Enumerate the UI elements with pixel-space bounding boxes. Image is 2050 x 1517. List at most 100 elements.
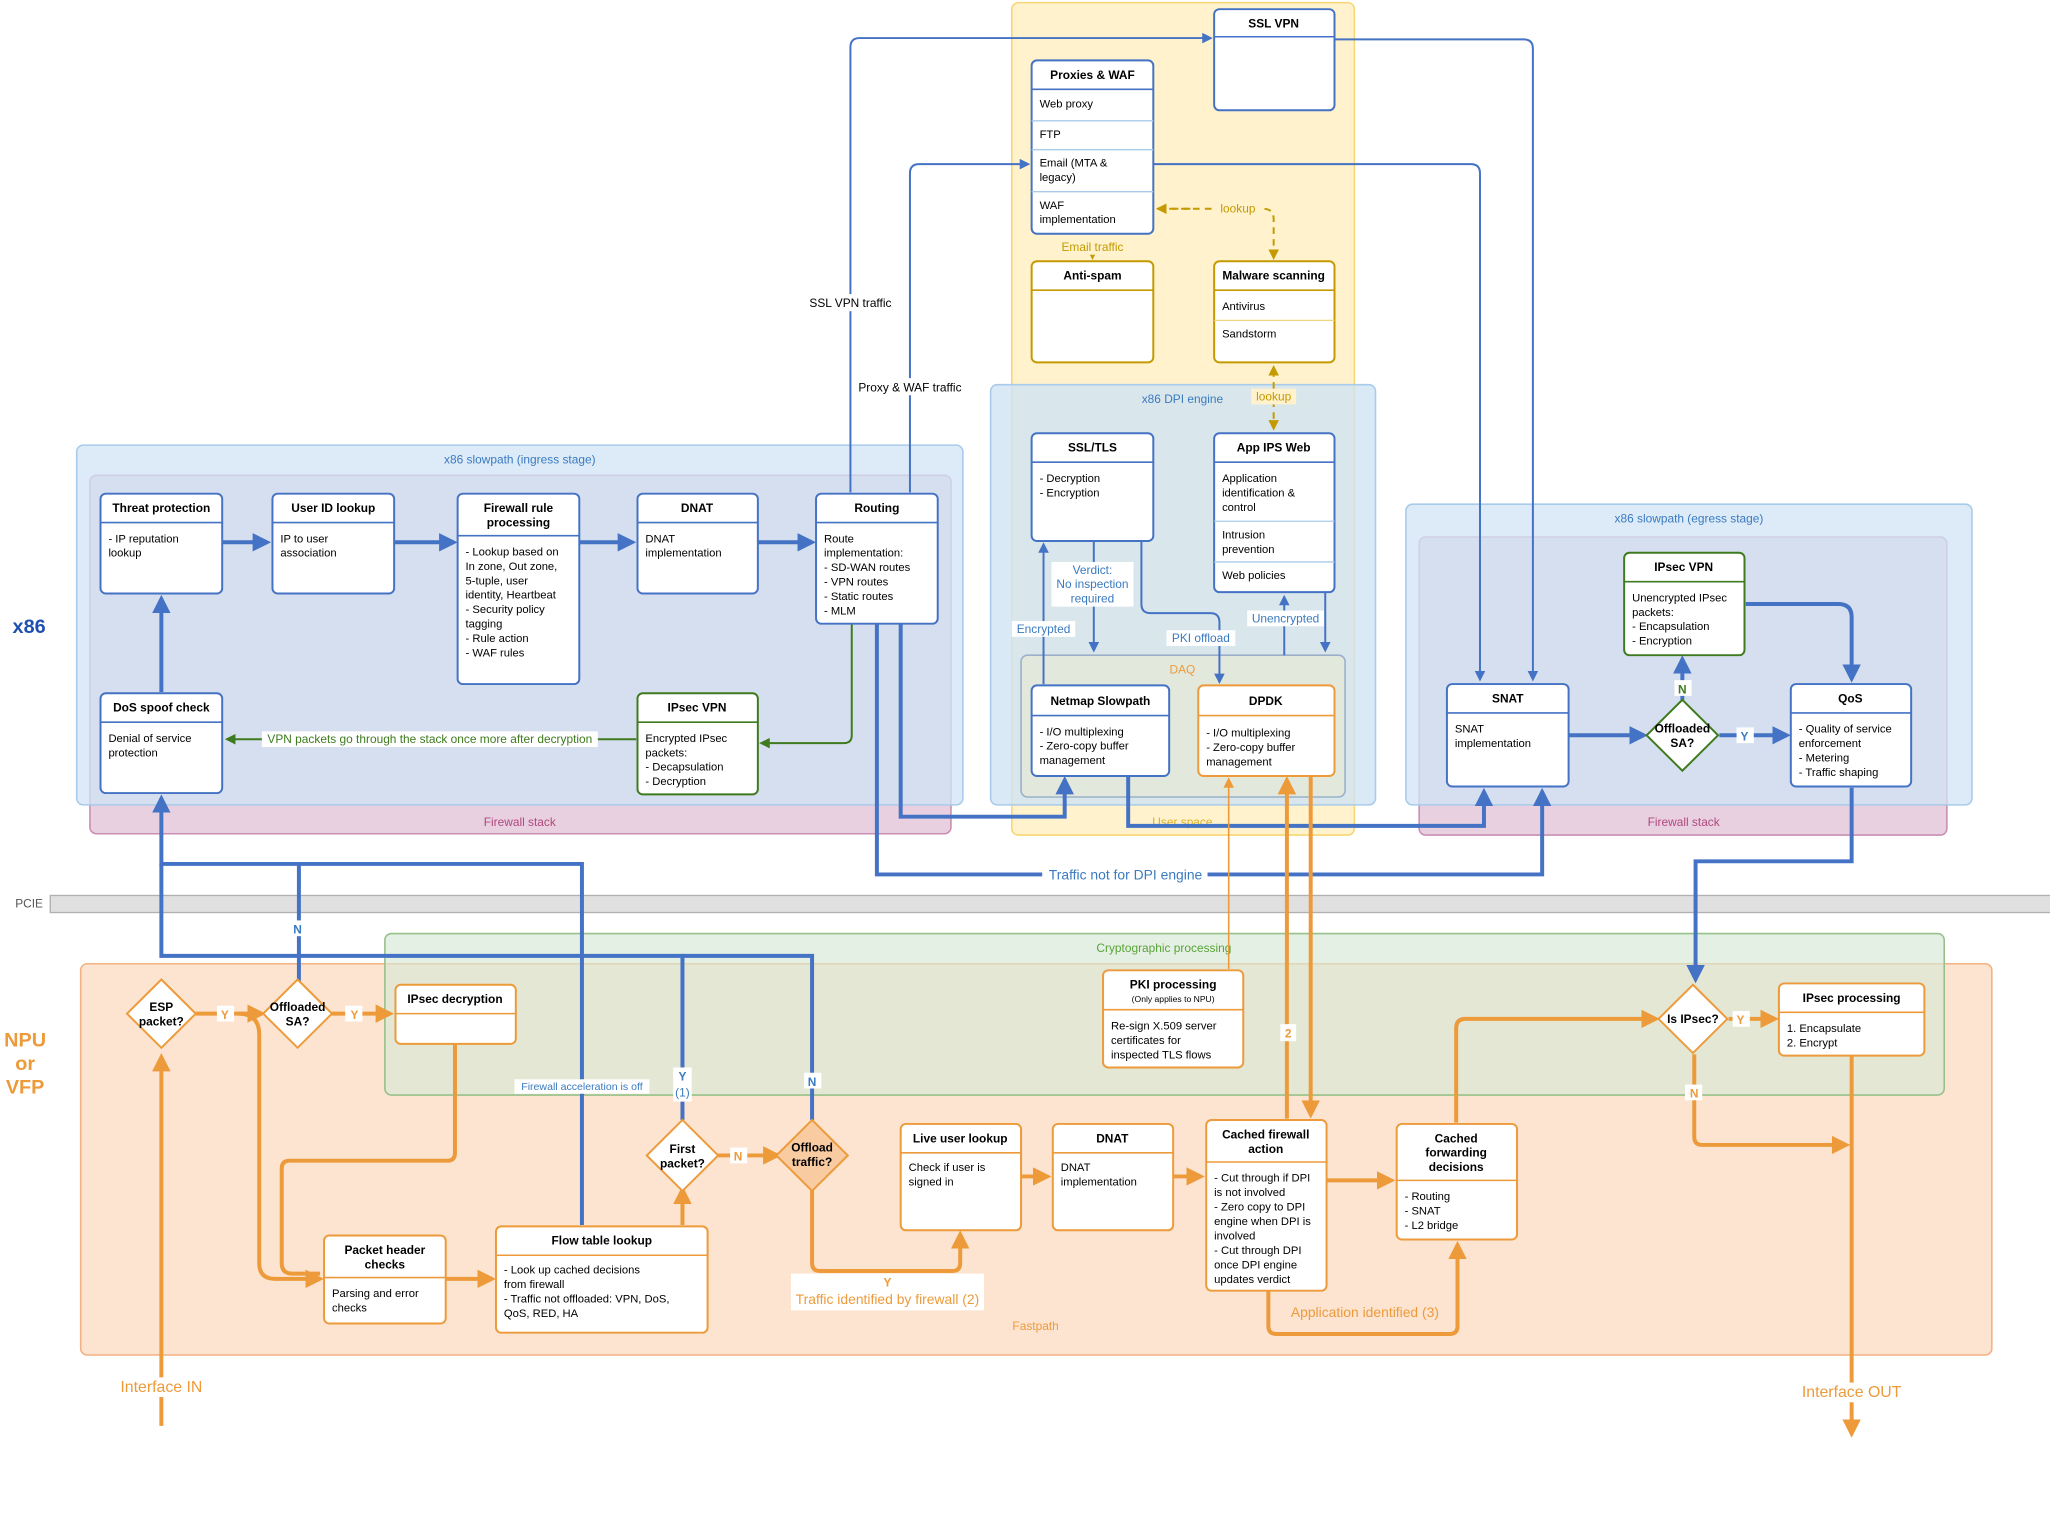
label-one: (1) bbox=[675, 1085, 690, 1099]
line: implementation bbox=[1061, 1177, 1137, 1189]
line: - I/O multiplexing bbox=[1040, 726, 1124, 738]
label-y-ipsec: Y bbox=[1737, 1013, 1745, 1027]
egress-label: x86 slowpath (egress stage) bbox=[1615, 512, 1764, 526]
box-packet-header: Packet header checks Parsing and error c… bbox=[323, 1234, 447, 1325]
line: Denial of service bbox=[108, 733, 191, 745]
box-cached-firewall: Cached firewall action - Cut through if … bbox=[1205, 1119, 1328, 1292]
line: - Look up cached decisions bbox=[504, 1265, 640, 1277]
pcie-bus bbox=[49, 894, 2050, 914]
row-antivirus: Antivirus bbox=[1222, 301, 1265, 313]
box-title: IPsec VPN bbox=[1654, 560, 1713, 574]
box-qos: QoS - Quality of service enforcement - M… bbox=[1789, 683, 1913, 788]
line: - SNAT bbox=[1405, 1206, 1441, 1218]
arrow-esp-pkthdr bbox=[237, 1011, 325, 1289]
box-firewall-rule: Firewall rule processing - Lookup based … bbox=[456, 492, 581, 686]
box-cached-forwarding: Cached forwarding decisions - Routing - … bbox=[1395, 1122, 1519, 1241]
line: tagging bbox=[466, 619, 503, 631]
box-title: Malware scanning bbox=[1222, 269, 1325, 283]
diamond-text: packet? bbox=[139, 1014, 184, 1028]
diamond-text: Is IPsec? bbox=[1667, 1012, 1719, 1026]
line: protection bbox=[108, 747, 157, 759]
line: once DPI engine bbox=[1214, 1259, 1297, 1271]
line: - Encapsulation bbox=[1632, 621, 1709, 633]
line: - IP reputation bbox=[108, 533, 178, 545]
line: Unencrypted IPsec bbox=[1632, 592, 1727, 604]
box-ssl-vpn: SSL VPN bbox=[1213, 8, 1336, 112]
firewall-stack2-label: Firewall stack bbox=[1648, 815, 1720, 829]
diamond-text: Offloaded bbox=[270, 1000, 326, 1014]
line: Web policies bbox=[1222, 570, 1286, 582]
line: 2. Encrypt bbox=[1787, 1037, 1838, 1049]
firewall-stack-label: Firewall stack bbox=[484, 815, 556, 829]
line: inspected TLS flows bbox=[1111, 1049, 1212, 1061]
label-not-dpi: Traffic not for DPI engine bbox=[1049, 867, 1203, 883]
label-traffic-fw: Traffic identified by firewall (2) bbox=[796, 1291, 980, 1307]
box-title: DPDK bbox=[1249, 694, 1283, 708]
box-title: DNAT bbox=[681, 501, 714, 515]
box-flow-table: Flow table lookup - Look up cached decis… bbox=[494, 1225, 709, 1334]
daq-label: DAQ bbox=[1170, 663, 1196, 677]
box-threat-protection: Threat protection - IP reputation lookup bbox=[99, 492, 224, 595]
npu-label: NPU bbox=[4, 1030, 46, 1052]
line: In zone, Out zone, bbox=[466, 561, 558, 573]
box-title: Threat protection bbox=[112, 501, 210, 515]
label-fw-accel-off: Firewall acceleration is off bbox=[521, 1081, 642, 1093]
line: - Security policy bbox=[466, 604, 546, 616]
line: - MLM bbox=[824, 606, 856, 618]
line: management bbox=[1040, 755, 1106, 767]
label-n-sa: N bbox=[1678, 682, 1687, 696]
label-proxy-waf-traffic: Proxy & WAF traffic bbox=[858, 380, 961, 394]
box-title: Netmap Slowpath bbox=[1050, 694, 1150, 708]
box-title: Cached bbox=[1435, 1131, 1478, 1145]
label-verdict-2: No inspection bbox=[1056, 577, 1128, 591]
diamond-offload-traffic: Offload traffic? bbox=[774, 1118, 850, 1193]
box-title: Routing bbox=[854, 501, 899, 515]
line: - Metering bbox=[1799, 753, 1850, 765]
line: - Routing bbox=[1405, 1191, 1451, 1203]
line: - Zero-copy buffer bbox=[1040, 741, 1129, 753]
diamond-text: SA? bbox=[1670, 736, 1694, 750]
line-first-up bbox=[159, 863, 685, 1120]
arrow-routing-sslvpn bbox=[849, 32, 1213, 493]
line: management bbox=[1206, 757, 1272, 769]
line: Intrusion bbox=[1222, 529, 1265, 541]
box-title: Packet header bbox=[345, 1243, 426, 1257]
ingress-label: x86 slowpath (ingress stage) bbox=[444, 453, 596, 467]
arrow-routing-netmap bbox=[898, 623, 1074, 819]
box-title: PKI processing bbox=[1130, 978, 1217, 992]
line: - Decapsulation bbox=[645, 762, 723, 774]
box-pki-processing: PKI processing (Only applies to NPU) Re-… bbox=[1102, 969, 1245, 1069]
line: DNAT bbox=[645, 533, 675, 545]
dpi-engine-label: x86 DPI engine bbox=[1142, 392, 1224, 406]
box-title-2: checks bbox=[365, 1257, 406, 1271]
line-flowtable-up bbox=[298, 861, 584, 1226]
label-two: 2 bbox=[1285, 1026, 1292, 1040]
line: is not involved bbox=[1214, 1187, 1285, 1199]
x86-label: x86 bbox=[13, 616, 46, 638]
box-malware: Malware scanning Antivirus Sandstorm bbox=[1213, 260, 1336, 364]
label-ssl-vpn-traffic: SSL VPN traffic bbox=[809, 296, 891, 310]
row-waf-2: implementation bbox=[1040, 214, 1116, 226]
line: - Encryption bbox=[1040, 487, 1100, 499]
diamond-text: First bbox=[670, 1142, 696, 1156]
line: - SD-WAN routes bbox=[824, 562, 911, 574]
arrow-offload-liveuser bbox=[810, 1189, 970, 1273]
line: - VPN routes bbox=[824, 577, 889, 589]
line: - L2 bridge bbox=[1405, 1220, 1459, 1232]
box-title: Cached firewall bbox=[1222, 1127, 1309, 1141]
line: checks bbox=[332, 1303, 367, 1315]
line: - Decryption bbox=[645, 776, 706, 788]
arrow-ssltls-dpdk bbox=[1140, 540, 1225, 685]
line: - Lookup based on bbox=[466, 546, 559, 558]
line: identity, Heartbeat bbox=[466, 590, 557, 602]
label-email-traffic: Email traffic bbox=[1061, 240, 1123, 254]
line: - Static routes bbox=[824, 591, 894, 603]
or-label: or bbox=[15, 1053, 35, 1075]
diamond-text: Offloaded bbox=[1655, 722, 1711, 736]
box-user-id-lookup: User ID lookup IP to user association bbox=[271, 492, 396, 595]
box-snat: SNAT SNAT implementation bbox=[1445, 683, 1570, 788]
box-title: SSL VPN bbox=[1248, 17, 1299, 31]
box-proxies-waf: Proxies & WAF Web proxy FTP Email (MTA &… bbox=[1030, 59, 1155, 235]
box-routing: Routing Route implementation: - SD-WAN r… bbox=[815, 492, 939, 625]
box-title: DNAT bbox=[1096, 1131, 1129, 1145]
